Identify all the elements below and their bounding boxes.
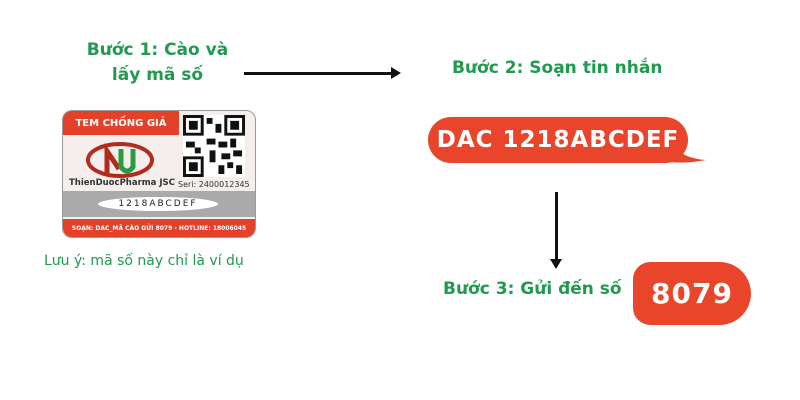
anti-counterfeit-label: TEM CHỐNG GIẢ ThienDuocPharma JSC Seri: … <box>62 110 256 238</box>
step2-title: Bước 2: Soạn tin nhắn <box>452 58 663 78</box>
step3-title: Bước 3: Gửi đến số <box>443 279 622 299</box>
label-title: TEM CHỐNG GIẢ <box>63 111 179 135</box>
label-footer: SOẠN: DAC_MÃ CÀO GỬI 8079 - HOTLINE: 180… <box>63 219 255 237</box>
message-bubble: DAC 1218ABCDEF <box>428 117 688 163</box>
right-arrow-icon <box>244 67 401 79</box>
down-arrow-icon <box>550 192 562 269</box>
step1-line2: lấy mã số <box>111 65 204 85</box>
bubble-tail-icon <box>670 140 706 163</box>
qr-code-icon <box>183 115 245 177</box>
step1-line1: Bước 1: Cào và <box>86 40 229 60</box>
company-logo-icon <box>86 142 154 178</box>
note-text: Lưu ý: mã số này chỉ là ví dụ <box>44 253 244 269</box>
scratch-code: 1218ABCDEF <box>98 197 218 211</box>
brand-name: ThienDuocPharma JSC <box>69 178 175 188</box>
serial-number: Seri: 2400012345 <box>178 180 250 189</box>
step1-title: Bước 1: Cào và lấy mã số <box>80 38 235 88</box>
number-bubble: 8079 <box>633 262 751 325</box>
